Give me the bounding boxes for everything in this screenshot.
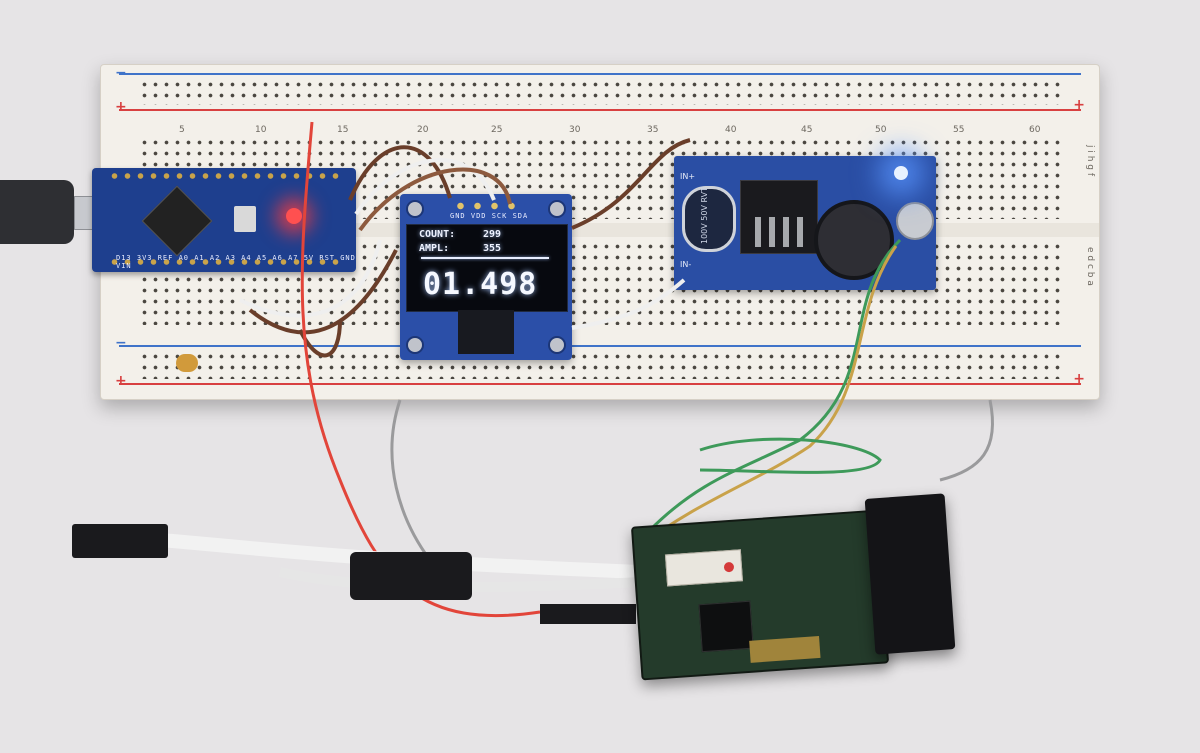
ic-fin: [769, 217, 775, 247]
usb-cable: [0, 180, 74, 244]
ic-fin: [797, 217, 803, 247]
resistor: [176, 354, 198, 372]
oled-mount-hole-bl: [406, 336, 424, 354]
oled-header-pins: [452, 202, 522, 210]
oled-count-label: COUNT:: [419, 229, 456, 240]
top-minus-sign: −: [115, 65, 127, 81]
dupont-connector: [72, 524, 168, 558]
arduino-top-pins: [108, 172, 342, 180]
ic-fin: [783, 217, 789, 247]
oled-ampl-label: AMPL:: [419, 243, 450, 254]
oled-pin-labels: GND VDD SCK SDA: [450, 212, 529, 220]
col-num-50: 50: [875, 125, 887, 135]
col-num-5: 5: [179, 125, 185, 135]
jumper-pin: [540, 604, 636, 624]
col-num-35: 35: [647, 125, 659, 135]
laser-distance-module: [630, 493, 956, 681]
converter-in-plus-label: IN+: [680, 172, 696, 181]
oled-mount-hole-br: [548, 336, 566, 354]
oled-ampl-value: 355: [483, 243, 502, 254]
converter-inductor: [814, 200, 894, 280]
col-num-15: 15: [337, 125, 349, 135]
bottom-rail-holes: [139, 351, 1061, 379]
laser-pcb: [630, 509, 890, 681]
top-plus-sign-right: +: [1073, 97, 1085, 113]
bottom-blue-rail: [119, 345, 1081, 347]
bottom-minus-sign: −: [115, 335, 127, 351]
wire-yellow-laser: [639, 245, 898, 548]
arduino-nano: D13 3V3 REF A0 A1 A2 A3 A4 A5 A6 A7 5V R…: [92, 168, 356, 272]
bottom-plus-sign-left: +: [115, 373, 127, 389]
dc-dc-converter: IN+ IN- 100V 50V RVT: [674, 156, 936, 290]
arduino-power-led: [286, 208, 302, 224]
converter-in-minus-label: IN-: [680, 260, 692, 269]
heat-shrink-tube: [350, 552, 472, 600]
converter-capacitor: [682, 186, 736, 252]
arduino-reset-button: [234, 206, 256, 232]
col-num-20: 20: [417, 125, 429, 135]
wire-gray-right: [939, 399, 995, 482]
ic-fin: [755, 217, 761, 247]
oled-mount-hole-tr: [548, 200, 566, 218]
top-blue-rail: [119, 73, 1081, 75]
wire-white-2: [239, 239, 382, 318]
top-rail-holes: [139, 79, 1061, 105]
col-num-55: 55: [953, 125, 965, 135]
bottom-plus-sign-right: +: [1073, 371, 1085, 387]
wire-white-1: [354, 158, 496, 216]
col-num-10: 10: [255, 125, 267, 135]
ribbon-cable: [159, 533, 641, 579]
wire-white-converter: [571, 278, 686, 330]
converter-blue-led: [894, 166, 908, 180]
wire-brown-3: [248, 249, 398, 335]
row-letters-bottom: e d c b a: [1085, 247, 1095, 286]
laser-optics-housing: [864, 493, 956, 655]
wire-green-loop: [699, 437, 882, 474]
wire-brown-1: [348, 145, 452, 201]
col-num-45: 45: [801, 125, 813, 135]
top-red-rail: [119, 109, 1081, 111]
oled-mount-hole-tl: [406, 200, 424, 218]
col-num-25: 25: [491, 125, 503, 135]
laser-microcontroller: [698, 600, 754, 653]
top-plus-sign-left: +: [115, 99, 127, 115]
wire-green-laser: [648, 238, 902, 532]
oled-count-value: 299: [483, 229, 502, 240]
oled-distance-reading: 01.498: [423, 267, 538, 302]
wire-red-laser: [300, 121, 541, 618]
wire-gray: [390, 399, 432, 561]
col-num-40: 40: [725, 125, 737, 135]
wire-brown-converter: [571, 138, 691, 230]
oled-flex-cable: [458, 310, 514, 354]
col-num-30: 30: [569, 125, 581, 135]
oled-double-arrow: [421, 257, 549, 259]
converter-regulator-ic: [740, 180, 818, 254]
converter-potentiometer: [896, 202, 934, 240]
arduino-pin-labels: D13 3V3 REF A0 A1 A2 A3 A4 A5 A6 A7 5V R…: [116, 254, 356, 270]
laser-gold-component: [749, 635, 821, 663]
row-letters-top: j i h g f: [1085, 145, 1095, 177]
bottom-red-rail: [119, 383, 1081, 385]
oled-module: GND VDD SCK SDA COUNT: 299 AMPL: 355 01.…: [400, 194, 572, 360]
wire-brown-2: [358, 167, 512, 232]
arduino-bottom-pins: [108, 258, 342, 266]
oled-screen: COUNT: 299 AMPL: 355 01.498: [406, 224, 568, 312]
col-num-60: 60: [1029, 125, 1041, 135]
